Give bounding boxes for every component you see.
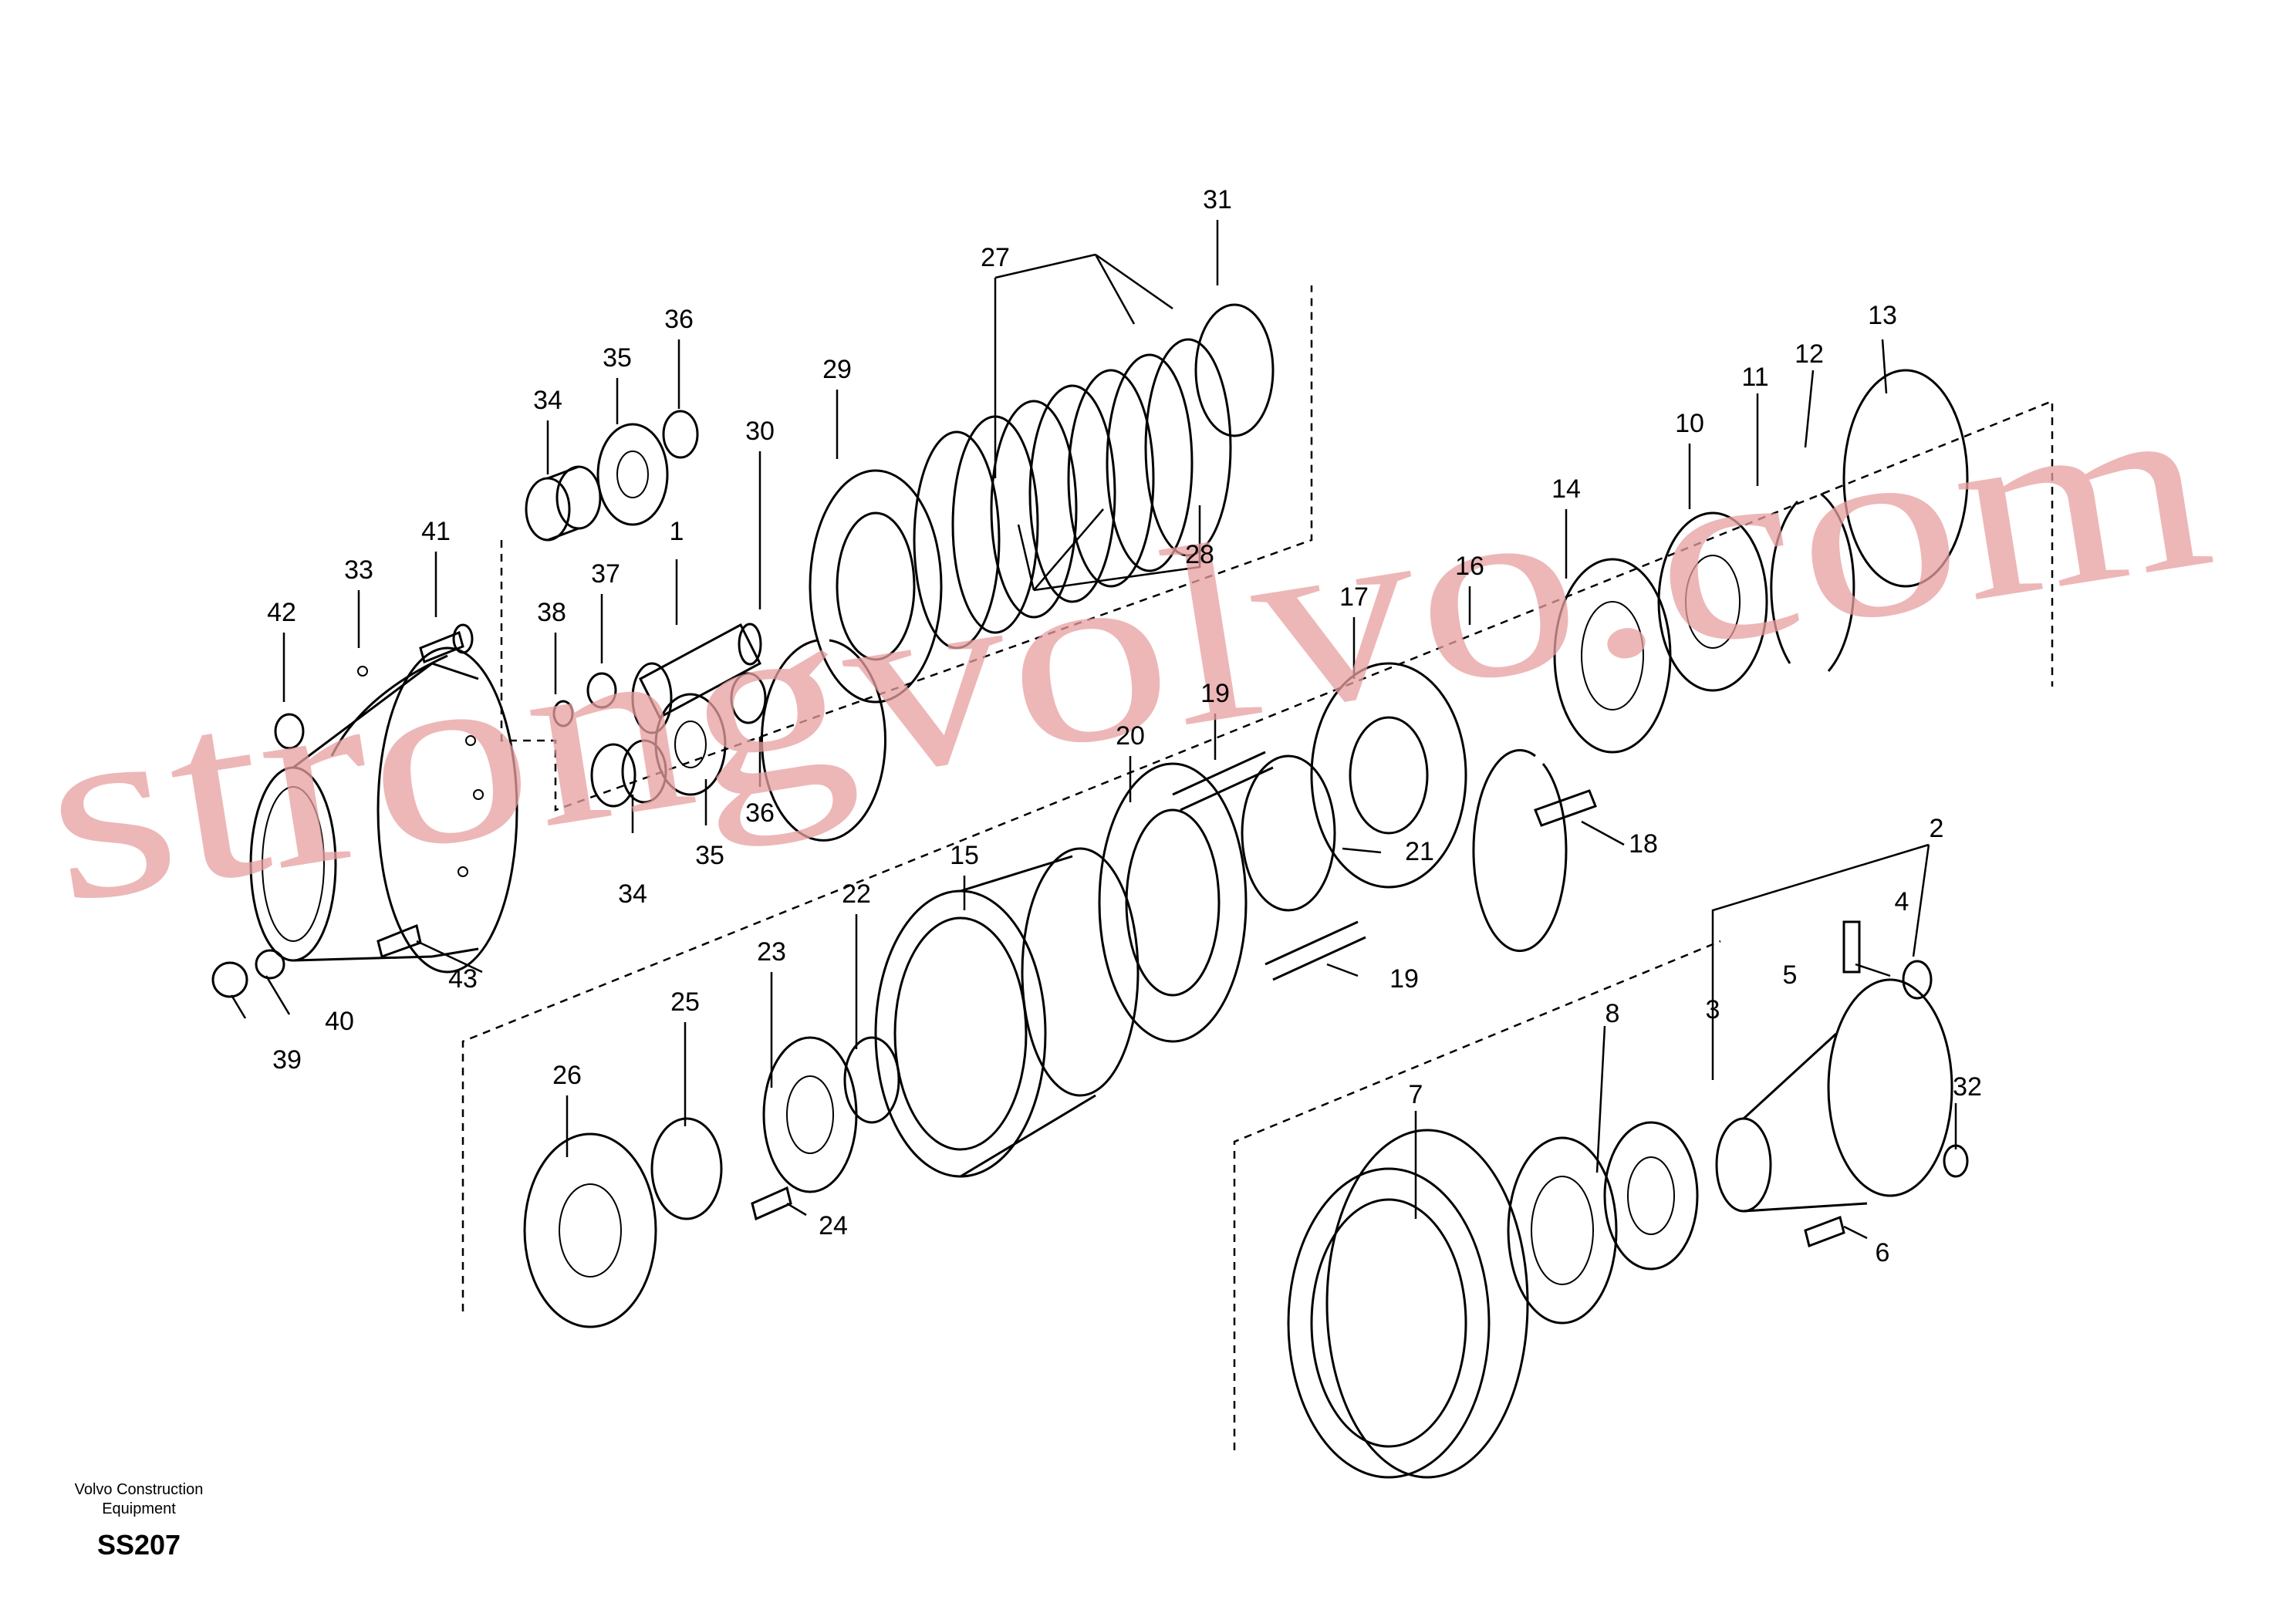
part-18-pin [1534, 789, 1597, 827]
part-37-washer [586, 672, 617, 709]
part-31-ring [1194, 303, 1275, 437]
callout: 27 [981, 243, 1010, 272]
part-24-bolt [751, 1186, 792, 1221]
part-41-bolt [419, 623, 474, 664]
callout: 38 [537, 598, 566, 627]
part-26-gear [523, 1132, 657, 1328]
part-5-grease-nipple [1842, 920, 1861, 974]
part-21-ring [1241, 754, 1336, 912]
part-20-gear [1098, 762, 1248, 1043]
callout: 19 [1200, 679, 1230, 708]
part-29-gear [809, 469, 943, 704]
part-10-bearing [1657, 511, 1768, 692]
watermark: strongvolvo.com [26, 338, 2227, 957]
callout: 23 [757, 937, 786, 967]
callout: 15 [950, 841, 979, 870]
callout: 26 [552, 1061, 582, 1090]
boundary-lower [1233, 940, 1721, 1450]
part-35-gear-upper [596, 423, 669, 526]
callout: 42 [267, 598, 296, 627]
callout: 32 [1953, 1072, 1982, 1102]
part-22-sun-gear [843, 1036, 900, 1124]
callout: 35 [695, 841, 724, 870]
callout: 3 [1706, 995, 1720, 1024]
part-40-washer [255, 949, 285, 980]
callout: 33 [344, 555, 373, 585]
part-7-hub [1287, 1129, 1529, 1479]
callout: 18 [1629, 829, 1658, 859]
boundary-middle [461, 400, 2054, 1311]
callout: 11 [1741, 363, 1768, 392]
part-3-spindle [1715, 978, 1953, 1213]
callout: 5 [1783, 960, 1798, 990]
part-34-bearing-upper [525, 465, 602, 542]
callout: 13 [1868, 301, 1897, 330]
callout: 37 [591, 559, 620, 589]
callout: 35 [603, 343, 632, 373]
part-8-bearing [1507, 1136, 1618, 1325]
callout: 8 [1606, 999, 1620, 1028]
part-15-ring-gear [874, 847, 1140, 1178]
part-36-washer-lower [730, 672, 767, 724]
part-38-washer [552, 700, 574, 727]
part-12-ring [1820, 492, 1855, 672]
callout: 2 [1930, 814, 1944, 843]
callout-labels: 1 2 3 4 5 6 7 8 10 11 12 13 14 15 16 17 … [267, 185, 1982, 1267]
part-6-bolt [1804, 1216, 1845, 1247]
part-13-seal [1842, 369, 1969, 588]
callout: 22 [842, 879, 871, 909]
callout: 7 [1409, 1080, 1423, 1109]
part-33-housing [249, 646, 518, 974]
callout: 14 [1551, 474, 1581, 504]
footer-drawing-code: SS207 [97, 1529, 181, 1561]
leader-lines [230, 220, 1957, 1240]
callout: 20 [1116, 721, 1145, 751]
part-35-gear-lower [654, 693, 727, 796]
part-4-plug [1902, 960, 1933, 1000]
part-32-plug [1943, 1144, 1969, 1178]
callout: 16 [1455, 552, 1484, 581]
callout: 17 [1339, 582, 1369, 612]
callout: 40 [325, 1007, 354, 1036]
callout: 4 [1895, 887, 1909, 916]
part-30-snap-ring [761, 639, 886, 842]
part-25-washer [650, 1117, 723, 1220]
callout: 24 [819, 1211, 848, 1240]
callout: 29 [822, 355, 852, 384]
callout: 25 [670, 987, 700, 1017]
part-17-gear [1310, 662, 1467, 889]
callout: 10 [1675, 409, 1704, 438]
callout: 36 [664, 305, 694, 334]
part-16-snap-ring [1472, 749, 1568, 953]
part-34-bearing-lower [590, 739, 667, 808]
part-bearing-small [1603, 1121, 1699, 1271]
callout: 34 [618, 879, 647, 909]
footer-company-line2: Equipment [102, 1500, 176, 1517]
callout: 43 [448, 964, 478, 994]
part-1-shaft [631, 623, 762, 734]
part-39-plug [211, 961, 248, 998]
part-11-ring [1770, 500, 1799, 664]
part-42-nut [274, 713, 305, 750]
callout: 31 [1203, 185, 1232, 214]
callout: 36 [745, 798, 775, 828]
footer-company-line1: Volvo Construction [75, 1481, 204, 1498]
part-19-spring-lower [1264, 920, 1366, 981]
part-23-carrier [762, 1036, 858, 1193]
callout: 39 [272, 1045, 302, 1075]
callout: 28 [1185, 540, 1214, 569]
part-36-washer-upper [662, 410, 699, 459]
callout: 34 [533, 386, 562, 415]
callout: 19 [1389, 964, 1419, 994]
callout: 21 [1405, 837, 1434, 866]
callout: 12 [1795, 339, 1824, 369]
callout: 1 [670, 517, 684, 546]
callout: 41 [421, 517, 451, 546]
callout: 6 [1876, 1238, 1890, 1267]
callout: 30 [745, 417, 775, 446]
